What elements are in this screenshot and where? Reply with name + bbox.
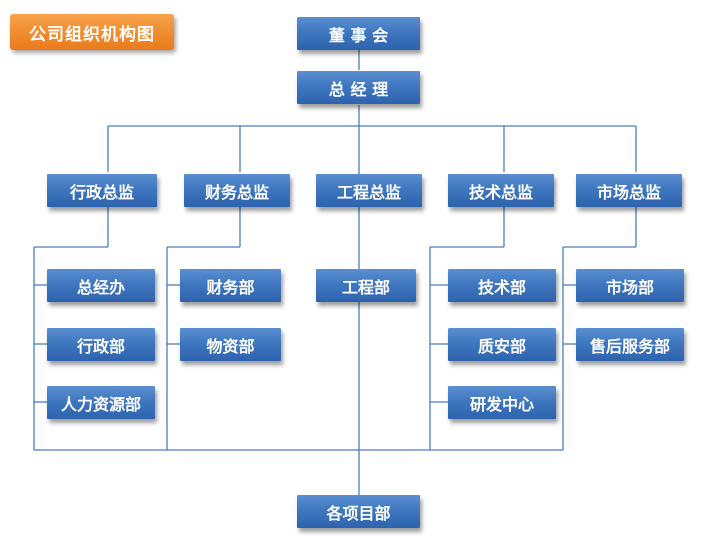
node-after-sales-dept: 售后服务部 <box>576 328 684 361</box>
node-market-dept: 市场部 <box>576 269 684 302</box>
node-finance-director: 财务总监 <box>184 174 290 207</box>
node-market-director: 市场总监 <box>576 174 682 207</box>
node-general-manager: 总 经 理 <box>297 71 420 104</box>
node-engineering-director: 工程总监 <box>316 174 422 207</box>
node-tech-dept: 技术部 <box>448 269 556 302</box>
node-admin-dept: 行政部 <box>47 328 155 361</box>
node-tech-director: 技术总监 <box>448 174 554 207</box>
node-quality-safety-dept: 质安部 <box>448 328 556 361</box>
node-hr-dept: 人力资源部 <box>47 386 155 419</box>
node-rnd-center: 研发中心 <box>448 386 556 419</box>
node-gm-office: 总经办 <box>47 269 155 302</box>
node-admin-director: 行政总监 <box>47 174 157 207</box>
node-board: 董 事 会 <box>297 17 420 50</box>
node-engineering-dept: 工程部 <box>316 269 416 302</box>
node-project-depts: 各项目部 <box>297 495 420 528</box>
chart-title-badge: 公司组织机构图 <box>10 14 174 50</box>
node-finance-dept: 财务部 <box>180 269 281 302</box>
node-materials-dept: 物资部 <box>180 328 281 361</box>
